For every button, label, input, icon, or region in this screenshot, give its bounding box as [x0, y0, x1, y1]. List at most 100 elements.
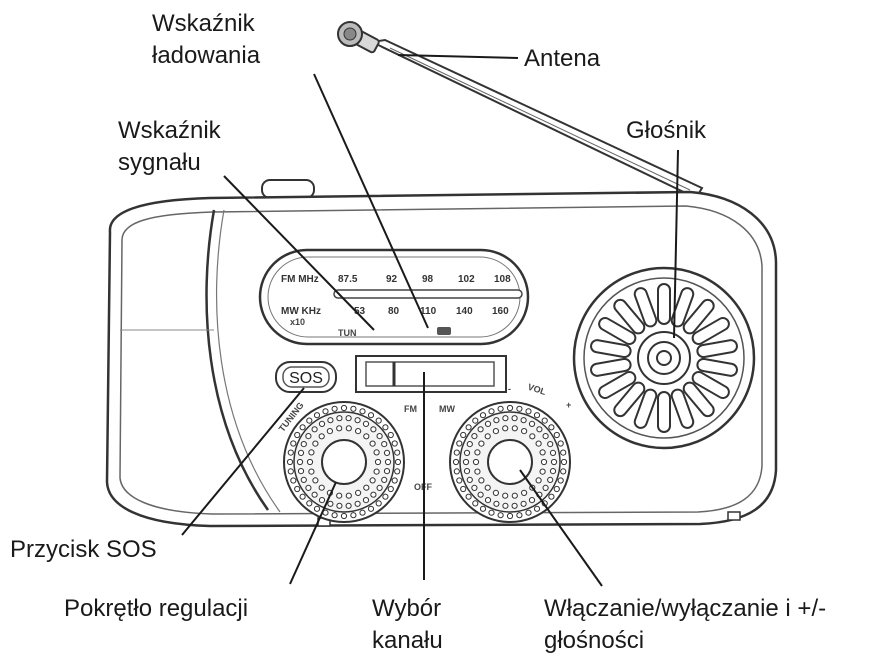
tuning-knob-grip-dot	[290, 477, 297, 484]
volume-knob-grip-dot	[456, 477, 463, 484]
volume-knob-grip-dot	[479, 505, 487, 512]
speaker-slot	[670, 287, 695, 328]
volume-knob-grip-dot	[484, 420, 492, 427]
tuning-knob-grip-dot	[376, 433, 383, 440]
volume-knob-grip-dot	[492, 428, 499, 435]
speaker-slot	[682, 381, 715, 418]
speaker-slot	[657, 391, 671, 433]
speaker-slot	[613, 298, 646, 335]
speaker-slot	[598, 371, 637, 400]
tuning-knob-grip-dot	[306, 458, 314, 466]
mw-scale-value: 110	[420, 306, 437, 317]
tuning-knob-grip-dot	[367, 412, 375, 419]
speaker-slot	[633, 388, 658, 429]
tuning-knob-grip-dot	[336, 415, 343, 422]
volume-knob-grip-dot	[548, 424, 555, 431]
speaker-slot	[691, 317, 730, 345]
volume-knob-grip-dot	[560, 449, 567, 456]
tuning-knob-grip-dot	[331, 512, 338, 519]
volume-knob-grip-dot	[488, 509, 495, 516]
volume-knob-grip-dot	[472, 500, 479, 507]
tuning-knob-grip-dot	[287, 449, 294, 456]
volume-knob-grip-dot	[497, 405, 504, 412]
sos-button[interactable]	[275, 361, 337, 393]
tuning-knob-grip-dot	[382, 493, 389, 500]
volume-knob-grip-dot	[502, 415, 509, 422]
volume-knob-grip-dot	[520, 500, 527, 507]
volume-knob-grip-dot	[542, 433, 549, 440]
volume-knob-grip-dot	[484, 433, 491, 440]
speaker-slot	[590, 357, 632, 377]
tuning-knob-grip-dot	[318, 420, 326, 427]
tun-label: TUN	[338, 328, 357, 338]
tuning-knob-grip-dot	[287, 468, 294, 475]
tuning-knob-grip-dot	[299, 424, 306, 431]
tuning-knob-grip-dot	[306, 500, 313, 507]
volume-knob-grip-dot	[511, 425, 518, 432]
volume-knob-grip-dot	[502, 492, 509, 499]
tuning-knob-grip-dot	[313, 505, 321, 512]
tuning-knob-grip-dot	[363, 484, 370, 491]
volume-knob-grip-dot	[525, 509, 532, 516]
tuning-knob-grip-dot	[363, 433, 370, 440]
tuning-knob-grip-dot	[373, 468, 380, 475]
volume-knob-grip-dot	[453, 468, 460, 475]
tuning-knob-grip-dot	[326, 428, 333, 435]
tuning-knob-grip-dot	[391, 440, 398, 447]
tuning-knob-grip-dot	[350, 405, 357, 412]
channel-select-label-line2: kanału	[372, 627, 443, 654]
volume-knob-grip-dot	[478, 440, 485, 447]
volume-knob-grip-dot	[502, 425, 509, 432]
vol-plus-label: +	[566, 400, 571, 410]
tuning-knob-grip-dot	[318, 497, 326, 504]
volume-knob-grip-dot	[521, 428, 528, 435]
fm-scale-value: 98	[422, 274, 434, 285]
tuning-knob-grip-dot	[381, 441, 388, 448]
volume-knob[interactable]	[449, 401, 571, 523]
tuning-knob-grip-dot	[383, 449, 391, 456]
signal-indicator-label-line2: sygnału	[118, 149, 201, 176]
volume-knob-grip-dot	[542, 484, 549, 491]
tuning-knob-grip-dot	[336, 425, 343, 432]
volume-knob-grip-dot	[497, 512, 504, 519]
speaker-grille	[572, 266, 756, 450]
mw-scale-value: 53	[354, 306, 366, 317]
volume-knob-grip-dot	[493, 500, 500, 507]
speaker-slot	[670, 388, 695, 429]
volume-knob-grip-dot	[471, 433, 478, 440]
tuning-knob-grip-dot	[306, 417, 313, 424]
volume-knob-grip-dot	[502, 502, 509, 509]
tuning-knob-grip-dot	[286, 458, 294, 466]
sos-button-callout: Przycisk SOS	[10, 536, 157, 563]
volume-knob-grip-dot	[488, 408, 495, 415]
volume-knob-grip-dot	[550, 458, 558, 466]
speaker-slot	[657, 283, 671, 325]
tuning-knob-grip-dot	[299, 493, 306, 500]
tuning-knob-grip-dot	[381, 476, 388, 483]
volume-knob-grip-dot	[535, 440, 542, 447]
antenna	[337, 21, 704, 200]
speaker-slot	[696, 339, 738, 359]
volume-knob-grip-dot	[472, 458, 480, 466]
tuning-knob-grip-dot	[313, 412, 321, 419]
channel-select-label-line1: Wybór	[372, 595, 441, 622]
tuning-knob-grip-dot	[311, 491, 318, 498]
tuning-knob-grip-dot	[362, 497, 370, 504]
volume-knob-grip-dot	[452, 458, 460, 466]
volume-knob-grip-dot	[516, 405, 523, 412]
tuning-knob-grip-dot	[384, 458, 392, 466]
dial-window	[258, 248, 530, 346]
speaker-slot	[590, 339, 632, 359]
tuning-knob[interactable]	[283, 401, 405, 523]
tuning-knob-grip-dot	[345, 502, 352, 509]
tuning-knob-grip-dot	[305, 433, 312, 440]
tuning-knob-grip-dot	[331, 405, 338, 412]
fm-scale-value: 108	[494, 274, 511, 285]
band-selector-switch[interactable]	[355, 355, 507, 393]
volume-knob-grip-dot	[460, 431, 467, 439]
volume-knob-grip-dot	[453, 449, 460, 456]
volume-knob-grip-dot	[465, 424, 472, 431]
volume-knob-grip-dot	[529, 433, 536, 440]
fm-scale-value: 102	[458, 274, 475, 285]
mw-scale-value: 80	[388, 306, 400, 317]
